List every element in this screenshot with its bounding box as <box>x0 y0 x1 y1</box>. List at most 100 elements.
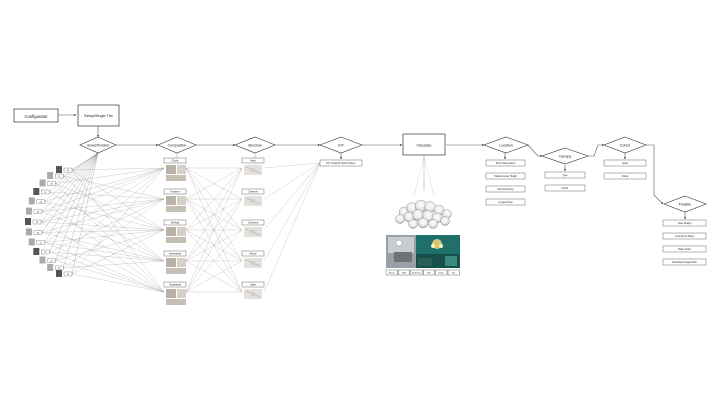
series-option[interactable]: 14 <box>39 256 56 264</box>
location-option-label: Structural Drop <box>497 188 514 191</box>
series-option[interactable]: 14 <box>56 166 73 174</box>
visualize-tab-label: Bedroom <box>412 271 421 274</box>
colors-node[interactable]: Colors <box>603 136 647 154</box>
structure-thumbnail <box>244 258 262 268</box>
glass-globe <box>428 219 438 229</box>
composition-option[interactable]: Sculptural <box>163 281 187 288</box>
color-option[interactable]: Glass <box>603 159 647 167</box>
colors-label: Colors <box>620 144 631 148</box>
color-option-label: Glass <box>622 162 629 165</box>
location-label: Location <box>499 144 513 148</box>
location-node[interactable]: Location <box>483 136 529 154</box>
location-option-label: Longest Drop <box>498 201 513 204</box>
diy-option[interactable]: DIY Install for Stock Orders <box>319 159 363 167</box>
composition-option[interactable]: Circle <box>163 157 187 164</box>
visualize-label: Visualize <box>416 144 431 148</box>
composition-option[interactable]: Vertical <box>163 219 187 226</box>
series-option[interactable]: 14 <box>47 172 64 180</box>
composition-thumbnail <box>166 196 186 212</box>
glass-globe <box>440 216 450 226</box>
canopy-option[interactable]: Type <box>544 171 586 179</box>
finalize-option[interactable]: Download Images/Tech <box>662 258 707 266</box>
composition-thumbnail <box>166 227 186 243</box>
structure-option[interactable]: Crescent <box>241 219 265 226</box>
location-option-label: Room Dimensions <box>496 162 516 165</box>
composition-thumbnail <box>166 165 186 181</box>
series-option[interactable]: 28 <box>39 179 56 187</box>
series-option-label: 28 <box>67 274 70 276</box>
connector-lines <box>40 152 321 293</box>
diy-node[interactable]: DIY <box>319 136 363 154</box>
finalize-option[interactable]: Connect w/ Sales <box>662 232 707 240</box>
series-option[interactable]: 28 <box>56 269 73 277</box>
visualize-node[interactable]: Visualize <box>402 133 446 156</box>
structure-label: Structure <box>248 144 262 148</box>
glass-globe <box>395 214 405 224</box>
visualize-tab[interactable]: Wall <box>398 269 410 276</box>
visualize-tab[interactable]: Bar <box>447 269 460 276</box>
composition-option[interactable]: Horizontal <box>163 250 187 257</box>
series-option[interactable]: 28 <box>28 238 45 246</box>
finalize-option-label: Connect w/ Sales <box>675 235 694 238</box>
visualize-tab[interactable]: Bedroom <box>410 269 423 276</box>
color-option[interactable]: Fitting <box>603 172 647 180</box>
series-option-label: 28 <box>50 183 53 185</box>
finalize-option[interactable]: Save Design <box>662 219 707 227</box>
composition-thumbnail <box>166 289 186 305</box>
series-option[interactable]: 28 <box>25 207 43 215</box>
color-option-label: Fitting <box>622 175 629 178</box>
structure-node[interactable]: Structure <box>234 136 276 154</box>
composition-label: Composition <box>168 144 187 148</box>
canopy-option-label: Type <box>562 174 568 177</box>
structure-option[interactable]: Swirl <box>241 281 265 288</box>
glass-globe <box>408 219 418 229</box>
series-option[interactable]: 28 <box>25 228 43 236</box>
setup-node[interactable]: Setup/Single Tier <box>77 104 120 127</box>
location-option[interactable]: Table/Counter Height <box>485 172 526 180</box>
main-flow-arrows <box>58 113 687 220</box>
series-option-label: 14 <box>44 252 47 254</box>
series-option-label: 14 <box>44 192 47 194</box>
series-option-label: 14 <box>67 170 70 172</box>
configurator-node[interactable]: Configurator <box>13 108 59 123</box>
structure-option[interactable]: Arrow <box>241 250 265 257</box>
series-option-label: 14 <box>58 176 61 178</box>
series-option-label: 28 <box>40 243 43 245</box>
series-option[interactable]: 14 <box>33 188 50 195</box>
composition-node[interactable]: Composition <box>157 136 197 154</box>
visualize-tab[interactable]: Stairs <box>435 269 448 276</box>
chandelier-image <box>395 155 452 229</box>
series-option[interactable]: 14 <box>33 248 50 255</box>
structure-thumbnail <box>244 165 262 175</box>
visualize-tab[interactable]: Room <box>385 269 398 276</box>
setup-label: Setup/Single Tier <box>84 114 114 118</box>
location-option[interactable]: Structural Drop <box>485 185 526 193</box>
structure-option-label: Swirl <box>250 282 256 286</box>
visualize-tab-label: Room <box>389 272 395 274</box>
canopy-node[interactable]: Canopy <box>541 147 589 165</box>
structure-option[interactable]: Halo <box>241 157 265 164</box>
structure-option[interactable]: Chevron <box>241 188 265 195</box>
structure-option-label: Crescent <box>248 220 259 224</box>
composition-option[interactable]: Horizon <box>163 188 187 195</box>
series-option[interactable]: 28 <box>28 197 45 205</box>
location-option[interactable]: Longest Drop <box>485 198 526 206</box>
structure-thumbnail <box>244 289 262 299</box>
series-option[interactable]: 28 <box>25 218 42 225</box>
configurator-label: Configurator <box>24 114 48 119</box>
finalize-node[interactable]: Finalize <box>663 195 707 213</box>
canopy-option[interactable]: Finish <box>544 184 586 192</box>
finalize-option[interactable]: Place Order <box>662 245 707 253</box>
composition-options: CircleHorizonVerticalHorizontalSculptura… <box>163 157 187 305</box>
visualize-tab[interactable]: Hall <box>423 269 435 276</box>
series-option[interactable]: 28 <box>47 263 64 271</box>
glass-globe <box>417 217 429 229</box>
visualize-tab-label: Hall <box>427 272 431 274</box>
location-option[interactable]: Room Dimensions <box>485 159 526 167</box>
series-pendant-node[interactable]: Series/Pendant <box>79 136 117 154</box>
visualize-tab-label: Bar <box>452 271 456 274</box>
